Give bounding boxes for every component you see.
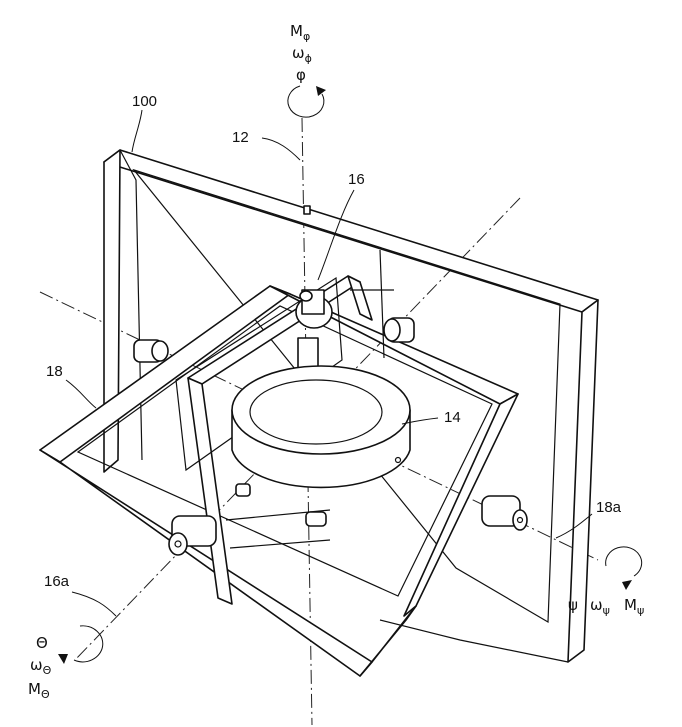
symbols-left: Θ ωΘ MΘ [28, 634, 52, 701]
bearing-lower-mid [235, 483, 327, 527]
symbol-left-rate: ωΘ [30, 656, 52, 677]
bearing-upper-left [133, 339, 169, 363]
leader-16 [317, 189, 355, 281]
reference-labels: 100 12 16 14 18 18a 16a [44, 93, 622, 590]
symbol-right-angle: ψ [568, 596, 578, 614]
symbol-top-moment: Mφ [290, 22, 310, 43]
rotation-arrows [58, 85, 643, 664]
symbol-top-rate: ωϕ [292, 44, 312, 65]
label-18: 18 [46, 363, 63, 380]
right-rotation-arrow [605, 546, 643, 590]
outer-frame-100 [103, 149, 599, 663]
leader-18 [65, 379, 97, 409]
rotor-14 [231, 365, 411, 489]
symbols-right: ψ ωψ Mψ [568, 596, 644, 617]
symbols-top: Mφ ωϕ φ [290, 22, 312, 84]
bearing-upper-right [383, 317, 415, 343]
leader-12 [261, 137, 301, 161]
leader-100 [131, 109, 143, 153]
label-16a: 16a [44, 573, 70, 590]
leader-18a [555, 513, 593, 539]
leaders [65, 109, 593, 617]
top-rotation-arrow [287, 85, 326, 118]
label-12: 12 [232, 129, 249, 146]
leader-16a [71, 591, 117, 617]
bearing-lower-left [168, 515, 217, 556]
label-18a: 18a [596, 499, 622, 516]
symbol-right-moment: Mψ [624, 596, 644, 617]
symbol-left-moment: MΘ [28, 680, 50, 701]
left-rotation-arrow [58, 625, 104, 664]
label-14: 14 [444, 409, 461, 426]
label-100: 100 [132, 93, 157, 110]
symbol-left-angle: Θ [36, 634, 48, 652]
symbol-top-angle: φ [296, 66, 306, 84]
bearings [133, 317, 528, 556]
label-16: 16 [348, 171, 365, 188]
leader-14 [401, 417, 439, 425]
symbol-right-rate: ωψ [590, 596, 610, 617]
bearing-right [481, 495, 528, 531]
